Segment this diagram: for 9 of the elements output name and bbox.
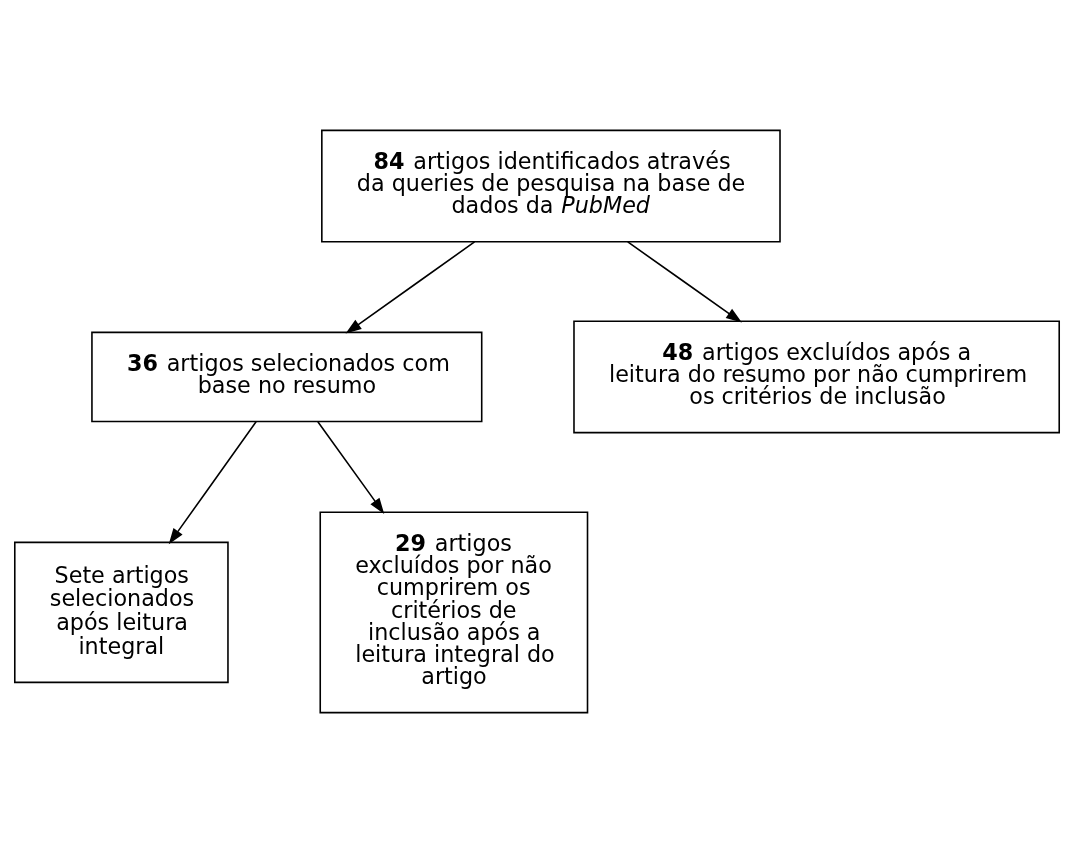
node-box: 29 artigos excluídos por não cumprirem os critérios de inclusão após a leitura integral do artigo: [319, 510, 589, 713]
node-box: Sete artigos selecionados após leitura integral: [14, 541, 229, 683]
node-box: 48 artigos excluídos após a leitura do resumo por não cumprirem os critérios de inclusão: [573, 319, 1060, 433]
arrow: [626, 240, 742, 323]
node-box: 84 artigos identificados através da queries de pesquisa na base de dados da PubMed: [321, 129, 781, 243]
arrow: [168, 420, 257, 544]
node-box: 36 artigos selecionados com base no resumo: [91, 331, 483, 422]
arrow: [317, 420, 385, 514]
arrow: [345, 240, 476, 334]
